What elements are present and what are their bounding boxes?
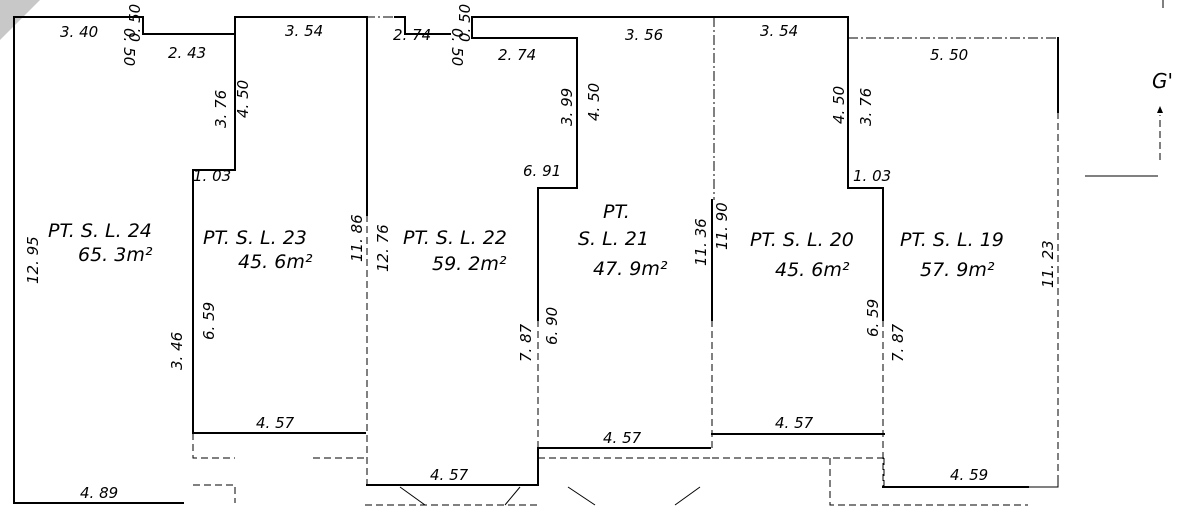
dim-label: 3. 76 (212, 90, 230, 128)
section-marker-label: G' (1152, 69, 1173, 93)
dim-label: 6. 91 (523, 162, 561, 180)
lot-22-area: 59. 2m² (432, 253, 507, 275)
lot-22-label: PT. S. L. 22 (403, 227, 507, 249)
lot-23-area: 45. 6m² (238, 251, 313, 273)
lot-19-label: PT. S. L. 19 (900, 229, 1004, 251)
dim-label: 1. 03 (193, 167, 231, 185)
arrowhead-icon (1157, 106, 1163, 113)
lot-24-label: PT. S. L. 24 (48, 220, 152, 242)
dim-label: 3. 76 (857, 88, 875, 126)
dim-label: 3. 40 (60, 23, 98, 41)
dim-label: 11. 86 (348, 214, 366, 262)
lot-23-label: PT. S. L. 23 (203, 227, 307, 249)
lot-24-area: 65. 3m² (78, 244, 153, 266)
dim-label: 12. 76 (374, 224, 392, 272)
dim-label: 3. 56 (625, 26, 663, 44)
lot-21-area: 47. 9m² (593, 258, 668, 280)
dim-label: 4. 50 (830, 86, 848, 124)
lot-21-label-line2: S. L. 21 (578, 228, 649, 250)
dim-label: 0. 50 (126, 4, 144, 42)
lot-19-area: 57. 9m² (920, 259, 995, 281)
dim-label: 6. 59 (200, 302, 218, 340)
lot-20-label: PT. S. L. 20 (750, 229, 854, 251)
dim-label: 0. 50 (448, 28, 466, 66)
dim-label: 4. 57 (775, 414, 814, 432)
horizontal-dimensions: 3. 40 2. 43 3. 54 2. 74 2. 74 3. 56 3. 5… (60, 22, 988, 502)
dim-label: 6. 59 (864, 299, 882, 337)
party-walls (192, 16, 1059, 488)
corner-mark (0, 0, 40, 40)
dim-label: 12. 95 (24, 236, 42, 284)
dim-label: 2. 74 (498, 46, 536, 64)
dim-label: 6. 90 (543, 307, 561, 345)
dim-label: 5. 50 (930, 46, 968, 64)
frontage-dashes (192, 433, 1028, 506)
outer-boundary (13, 16, 1059, 504)
lot-21-label-line1: PT. (603, 201, 630, 223)
dim-label: 2. 43 (168, 44, 206, 62)
lot-labels: PT. S. L. 24 65. 3m² PT. S. L. 23 45. 6m… (48, 201, 1004, 281)
dim-label: 4. 57 (256, 414, 295, 432)
dim-label: 3. 99 (558, 88, 576, 126)
dim-label: 0. 50 (120, 28, 138, 66)
dim-label: 3. 54 (285, 22, 323, 40)
dim-label: 7. 87 (889, 323, 907, 362)
dim-label: 0. 50 (456, 4, 474, 42)
dim-label: 11. 23 (1039, 240, 1057, 288)
dim-label: 4. 57 (430, 466, 469, 484)
dim-label: 4. 50 (234, 80, 252, 118)
dim-label: 4. 57 (603, 429, 642, 447)
dim-label: 4. 59 (950, 466, 988, 484)
vertical-dimensions: 0. 50 0. 50 0. 50 0. 50 3. 76 4. 50 3. 9… (24, 4, 1057, 370)
dim-label: 4. 50 (585, 83, 603, 121)
dim-label: 1. 03 (853, 167, 891, 185)
lot-20-area: 45. 6m² (775, 259, 850, 281)
dim-label: 2. 74 (393, 26, 431, 44)
dim-label: 11. 36 (692, 218, 710, 266)
dim-label: 11. 90 (713, 202, 731, 250)
dim-label: 4. 89 (80, 484, 118, 502)
dim-label: 3. 54 (760, 22, 798, 40)
section-marker-g: G' (1085, 0, 1173, 177)
dim-label: 7. 87 (517, 323, 535, 362)
dim-label: 3. 46 (168, 332, 186, 370)
